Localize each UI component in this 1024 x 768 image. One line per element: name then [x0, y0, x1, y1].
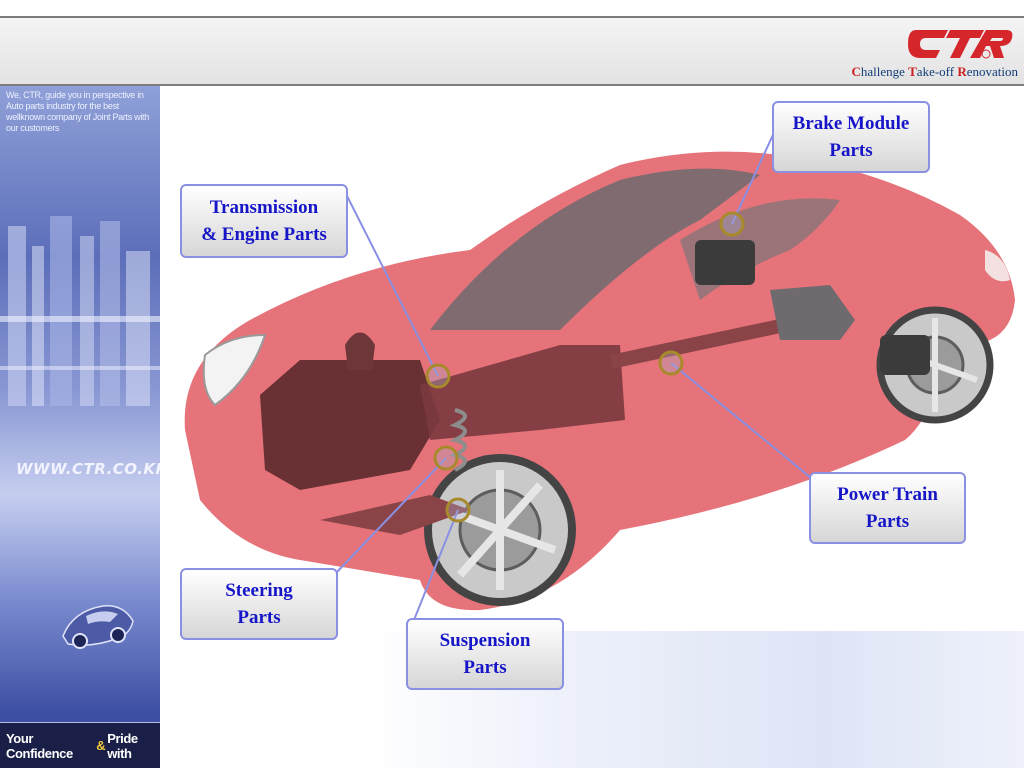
brake-module-callout[interactable]: Brake Module Parts — [772, 101, 930, 173]
ctr-logo-icon — [908, 24, 1014, 69]
sidebar-slogan: Your Confidence&Pride with — [0, 722, 160, 768]
transmission-engine-callout[interactable]: Transmission & Engine Parts — [180, 184, 348, 258]
factory-motif-icon — [0, 216, 160, 406]
left-sidebar: We, CTR, guide you in perspective in Aut… — [0, 86, 160, 768]
power-train-callout[interactable]: Power Train Parts — [809, 472, 966, 544]
website-url: WWW.CTR.CO.KR — [16, 460, 160, 478]
company-tagline: Challenge Take-off Renovation — [851, 64, 1018, 79]
header-bar: Challenge Take-off Renovation — [0, 16, 1024, 86]
steering-callout[interactable]: Steering Parts — [180, 568, 338, 640]
small-car-icon — [62, 605, 134, 649]
sidebar-intro-text: We, CTR, guide you in perspective in Aut… — [6, 90, 149, 133]
suspension-callout[interactable]: Suspension Parts — [406, 618, 564, 690]
